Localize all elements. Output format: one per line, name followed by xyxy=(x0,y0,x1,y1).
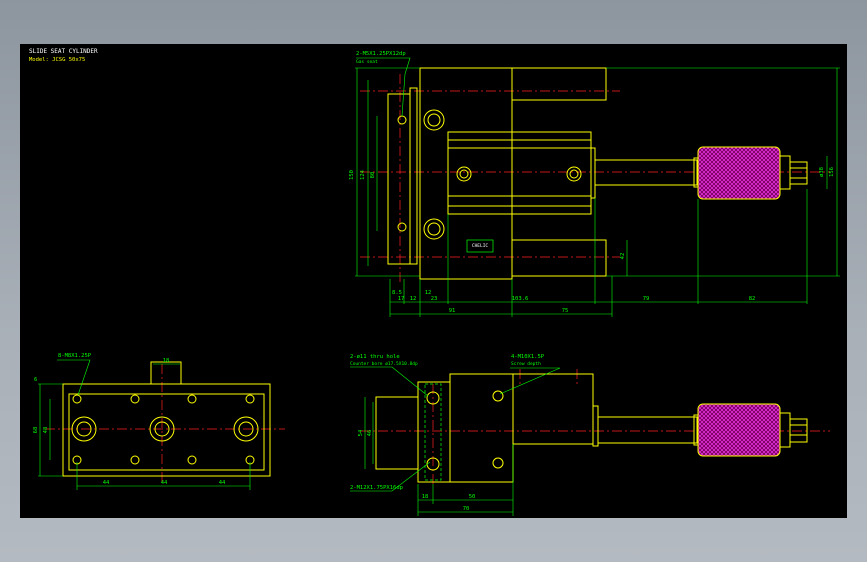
dim-h46: 46 xyxy=(367,430,373,437)
dim-h42: 42 xyxy=(620,253,626,260)
top-view-dimension-lines xyxy=(355,57,840,317)
note-thru-hole: 2-ø11 thru hole xyxy=(350,354,400,360)
bottom-view-knurled-knob xyxy=(697,403,781,457)
cad-drawing: SLIDE SEAT CYLINDER Model: JCSG 50x75 xyxy=(29,48,840,516)
note-counterbore: Counter bore ø17.5X10.8dp xyxy=(350,361,418,367)
dim-x85: 8.5 xyxy=(392,290,402,296)
dim-x79: 79 xyxy=(643,296,650,302)
dim-h156: 156 xyxy=(829,167,835,177)
dim-h68: 68 xyxy=(33,427,39,434)
note-holes: 8-M8X1.25P xyxy=(58,353,92,359)
dim-w18-left: 18 xyxy=(163,358,170,364)
dim-h6: 6 xyxy=(34,377,37,383)
note-bottom-ports: 2-M12X1.75PX16dp xyxy=(350,485,403,491)
dim-h124: 124 xyxy=(360,169,366,180)
dim-d38: ø38 xyxy=(819,167,825,177)
dim-h150: 150 xyxy=(349,170,355,180)
dim-p44b: 44 xyxy=(161,480,168,486)
dim-x12b: 12 xyxy=(410,296,417,302)
dim-x17: 17 xyxy=(398,296,405,302)
dim-x23: 23 xyxy=(431,296,438,302)
dim-p44a: 44 xyxy=(103,480,110,486)
dim-h48: 48 xyxy=(43,427,49,434)
dim-w18-right: 18 xyxy=(422,494,429,500)
dim-h54: 54 xyxy=(358,429,364,436)
dim-x12a: 12 xyxy=(425,290,432,296)
dim-x103: 103.6 xyxy=(512,296,529,302)
top-view-knurled-knob xyxy=(697,146,781,200)
bottom-right-view: 2-ø11 thru hole Counter bore ø17.5X10.8d… xyxy=(350,354,830,516)
drawing-model: Model: JCSG 50x75 xyxy=(29,57,85,63)
cad-drawing-canvas[interactable]: SLIDE SEAT CYLINDER Model: JCSG 50x75 xyxy=(20,44,847,518)
brand-plate xyxy=(466,239,494,253)
dim-w50: 50 xyxy=(469,494,476,500)
drawing-title: SLIDE SEAT CYLINDER xyxy=(29,48,98,55)
note-seat: Gas seat xyxy=(356,59,378,65)
dim-p44c: 44 xyxy=(219,480,226,486)
dim-x75: 75 xyxy=(562,308,569,314)
dim-x82: 82 xyxy=(749,296,756,302)
note-screw-depth: Screw depth xyxy=(511,361,541,367)
note-screw: 4-M10X1.5P xyxy=(511,354,545,360)
dim-h80: 80 xyxy=(370,172,376,179)
dim-w70: 70 xyxy=(463,506,470,512)
top-view-outline xyxy=(387,67,808,280)
bottom-left-view: 8-M8X1.25P 18 6 68 48 44 44 44 xyxy=(33,353,285,490)
dim-x91: 91 xyxy=(449,308,456,314)
top-view: CHELIC 2-M5X xyxy=(349,51,840,317)
brand-label: CHELIC xyxy=(472,243,489,249)
note-ports: 2-M5X1.25PX12dp xyxy=(356,51,406,57)
